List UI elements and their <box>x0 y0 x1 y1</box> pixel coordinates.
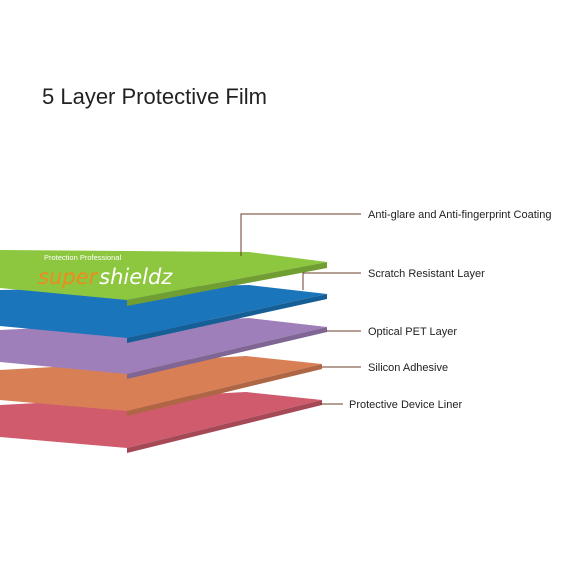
label-optical: Optical PET Layer <box>368 326 457 338</box>
label-liner: Protective Device Liner <box>349 399 462 411</box>
layer-edge <box>127 364 322 416</box>
label-silicon: Silicon Adhesive <box>368 362 448 374</box>
layer-face <box>0 356 322 411</box>
leader-lines <box>240 213 361 405</box>
page-title: 5 Layer Protective Film <box>42 84 267 109</box>
layer-anti-glare-coating <box>0 250 327 306</box>
leader-line-anti-glare <box>240 213 361 256</box>
brand-name-part2: shieldz <box>99 265 173 289</box>
brand-name-part1: super <box>38 265 99 289</box>
layer-face <box>0 285 327 338</box>
layer-edge <box>127 327 327 379</box>
layer-silicon-adhesive <box>0 356 322 416</box>
layer-edge <box>127 262 327 306</box>
layer-labels: Anti-glare and Anti-fingerprint Coating … <box>349 209 551 411</box>
layer-scratch-resistant <box>0 285 327 343</box>
label-anti-glare: Anti-glare and Anti-fingerprint Coating <box>368 209 551 221</box>
brand-tagline: Protection Professional <box>44 253 121 262</box>
layer-edge <box>127 294 327 343</box>
layer-face <box>0 250 327 300</box>
layer-edge <box>127 400 322 453</box>
label-scratch: Scratch Resistant Layer <box>368 268 485 280</box>
brand-logo: Protection Professional supershieldz <box>38 253 173 289</box>
leader-line-scratch <box>302 272 361 290</box>
brand-name: supershieldz <box>38 265 173 289</box>
